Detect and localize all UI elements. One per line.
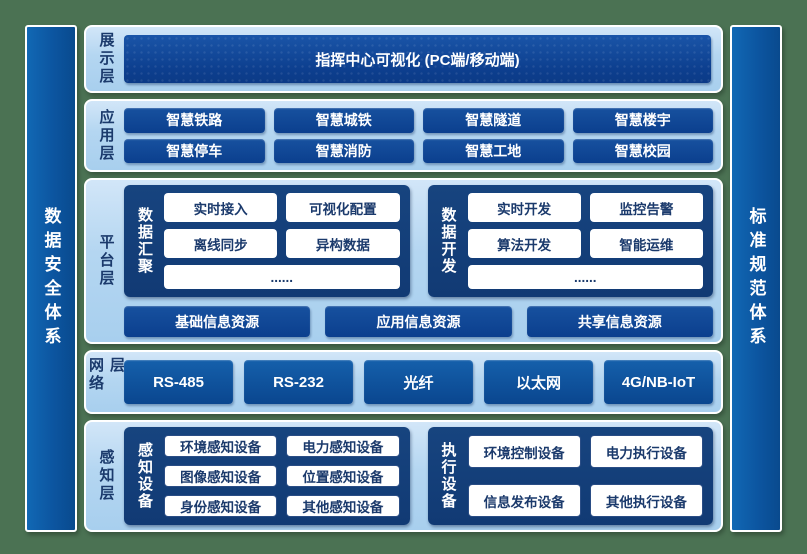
- network-item-ethernet: 以太网: [484, 360, 593, 404]
- execution-devices-group: 执行设备 环境控制设备 电力执行设备 信息发布设备 其他执行设备: [427, 427, 713, 525]
- application-layer-label: 应用层: [92, 106, 120, 165]
- data-development-label: 数据开发: [438, 193, 459, 289]
- platform-layer-label-text: 平台层: [97, 234, 115, 289]
- perception-layer-body: 感知设备 环境感知设备 电力感知设备 图像感知设备 位置感知设备 身份感知设备 …: [124, 427, 713, 525]
- perception-layer-label-text: 感知层: [97, 449, 115, 503]
- command-center-banner: 指挥中心可视化 (PC端/移动端): [124, 35, 711, 83]
- sidebar-data-security: 数据安全体系: [25, 25, 77, 532]
- sidebar-data-security-label: 数据安全体系: [41, 206, 61, 351]
- application-layer-panel: 应用层 智慧铁路 智慧城铁 智慧隧道 智慧楼宇 智慧停车 智慧消防 智慧工地 智…: [84, 99, 723, 173]
- network-layer-body: RS-485 RS-232 光纤 以太网 4G/NB-IoT: [124, 360, 713, 404]
- sensing-item-other: 其他感知设备: [286, 495, 400, 517]
- development-item-ellipsis: ......: [467, 265, 703, 289]
- aggregation-item-ellipsis: ......: [164, 265, 400, 289]
- platform-layer-body: 数据汇聚 实时接入 可视化配置 离线同步 异构数据 ...... 数据开发: [124, 185, 713, 337]
- data-aggregation-group: 数据汇聚 实时接入 可视化配置 离线同步 异构数据 ......: [124, 185, 410, 297]
- development-item-monitor-alert: 监控告警: [589, 193, 703, 223]
- sensing-devices-label-text: 感知设备: [136, 442, 153, 510]
- execution-item-environment-control: 环境控制设备: [467, 435, 581, 468]
- execution-item-power-execution: 电力执行设备: [589, 435, 703, 468]
- application-item-smart-metro: 智慧城铁: [273, 108, 414, 133]
- sensing-item-identity: 身份感知设备: [164, 495, 278, 517]
- perception-layer-label: 感知层: [92, 427, 120, 525]
- sensing-devices-group: 感知设备 环境感知设备 电力感知设备 图像感知设备 位置感知设备 身份感知设备 …: [124, 427, 410, 525]
- execution-devices-label: 执行设备: [438, 435, 459, 517]
- execution-item-info-publishing: 信息发布设备: [467, 484, 581, 517]
- data-aggregation-grid: 实时接入 可视化配置 离线同步 异构数据 ......: [164, 193, 400, 289]
- application-item-smart-site: 智慧工地: [423, 138, 564, 164]
- sensing-item-location: 位置感知设备: [286, 465, 400, 487]
- sensing-item-environment: 环境感知设备: [164, 435, 278, 457]
- data-development-grid: 实时开发 监控告警 算法开发 智能运维 ......: [467, 193, 703, 289]
- application-layer-label-text: 应用层: [97, 108, 115, 163]
- layers-column: 展示层 指挥中心可视化 (PC端/移动端) 应用层 智慧铁路 智慧城铁 智慧隧道…: [84, 25, 723, 532]
- platform-layer-label: 平台层: [92, 185, 120, 337]
- aggregation-item-heterogeneous-data: 异构数据: [286, 229, 400, 259]
- aggregation-item-visual-config: 可视化配置: [286, 193, 400, 223]
- platform-layer-panel: 平台层 数据汇聚 实时接入 可视化配置 离线同步 异构数据 ......: [84, 178, 723, 344]
- application-item-smart-firefighting: 智慧消防: [273, 138, 414, 164]
- development-item-intelligent-ops: 智能运维: [589, 229, 703, 259]
- aggregation-item-realtime-access: 实时接入: [164, 193, 278, 223]
- application-item-smart-tunnel: 智慧隧道: [423, 108, 564, 133]
- application-item-smart-parking: 智慧停车: [124, 138, 265, 164]
- network-item-4g-nbiot: 4G/NB-IoT: [604, 360, 713, 404]
- network-layer-label-text: 网络层: [87, 357, 125, 393]
- data-development-label-text: 数据开发: [439, 207, 457, 276]
- perception-layer-panel: 感知层 感知设备 环境感知设备 电力感知设备 图像感知设备 位置感知设备 身份感…: [84, 420, 723, 532]
- sensing-devices-label: 感知设备: [134, 435, 155, 517]
- resource-basic-info: 基础信息资源: [124, 306, 311, 337]
- aggregation-item-offline-sync: 离线同步: [164, 229, 278, 259]
- platform-groups-row: 数据汇聚 实时接入 可视化配置 离线同步 异构数据 ...... 数据开发: [124, 185, 713, 297]
- application-item-smart-building: 智慧楼宇: [572, 108, 713, 133]
- sidebar-standards: 标准规范体系: [730, 25, 782, 532]
- data-aggregation-label-text: 数据汇聚: [136, 207, 153, 276]
- network-item-fiber: 光纤: [364, 360, 473, 404]
- development-item-realtime-dev: 实时开发: [467, 193, 581, 223]
- presentation-layer-label: 展示层: [92, 32, 120, 86]
- presentation-layer-panel: 展示层 指挥中心可视化 (PC端/移动端): [84, 25, 723, 93]
- data-aggregation-label: 数据汇聚: [134, 193, 155, 289]
- development-item-algorithm-dev: 算法开发: [467, 229, 581, 259]
- application-item-smart-campus: 智慧校园: [572, 138, 713, 164]
- sensing-devices-grid: 环境感知设备 电力感知设备 图像感知设备 位置感知设备 身份感知设备 其他感知设…: [164, 435, 400, 517]
- platform-resources-row: 基础信息资源 应用信息资源 共享信息资源: [124, 306, 713, 337]
- resource-shared-info: 共享信息资源: [526, 306, 713, 337]
- execution-item-other-execution: 其他执行设备: [589, 484, 703, 517]
- execution-devices-grid: 环境控制设备 电力执行设备 信息发布设备 其他执行设备: [467, 435, 703, 517]
- sidebar-standards-label: 标准规范体系: [746, 206, 766, 351]
- presentation-layer-body: 指挥中心可视化 (PC端/移动端): [120, 32, 713, 86]
- network-layer-panel: 网络层 RS-485 RS-232 光纤 以太网 4G/NB-IoT: [84, 350, 723, 414]
- network-item-rs485: RS-485: [124, 360, 233, 404]
- application-item-smart-railway: 智慧铁路: [124, 108, 265, 133]
- resource-application-info: 应用信息资源: [325, 306, 512, 337]
- execution-devices-label-text: 执行设备: [439, 442, 457, 510]
- application-layer-body: 智慧铁路 智慧城铁 智慧隧道 智慧楼宇 智慧停车 智慧消防 智慧工地 智慧校园: [124, 108, 713, 164]
- sensing-item-power: 电力感知设备: [286, 435, 400, 457]
- sensing-item-image: 图像感知设备: [164, 465, 278, 487]
- network-item-rs232: RS-232: [244, 360, 353, 404]
- network-layer-label: 网络层: [87, 357, 125, 407]
- data-development-group: 数据开发 实时开发 监控告警 算法开发 智能运维 ......: [427, 185, 713, 297]
- presentation-layer-label-text: 展示层: [97, 32, 115, 86]
